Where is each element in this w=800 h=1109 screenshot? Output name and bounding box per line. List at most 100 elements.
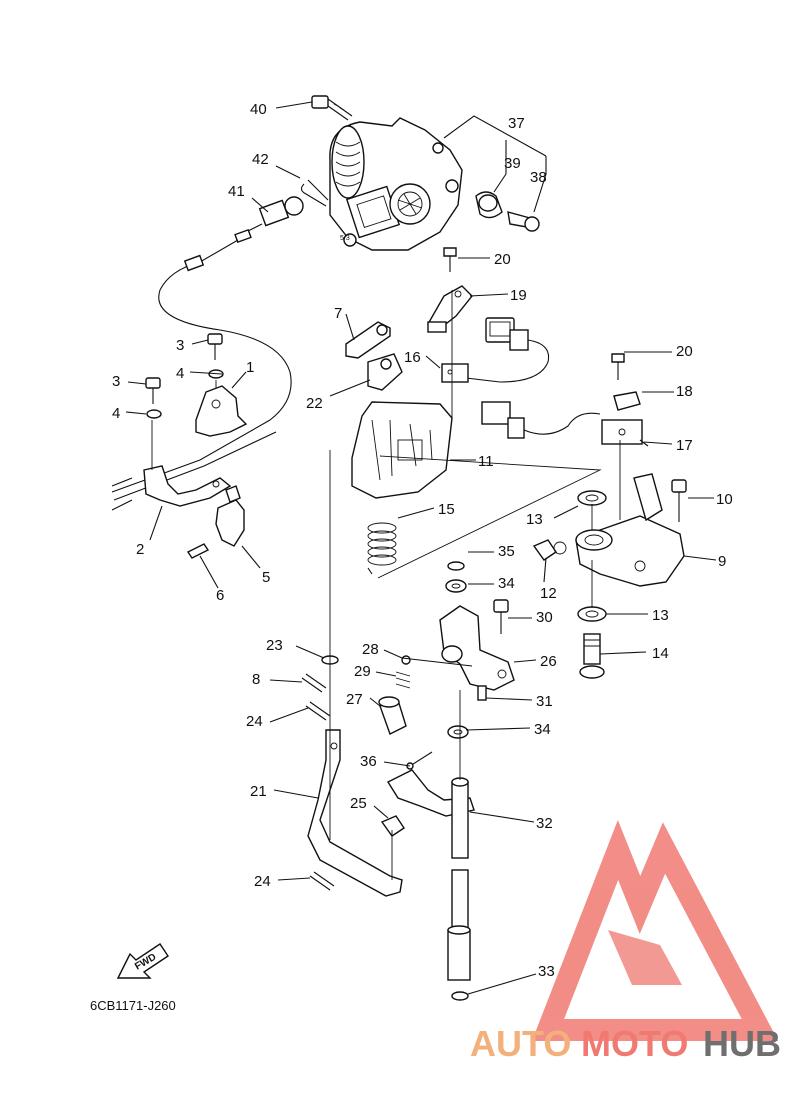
pin-part-31 [477,685,487,701]
bushing-part-13-lower [577,606,607,622]
callout-10: 10 [716,491,733,508]
bolt-part-20-right [611,353,625,380]
holder-part-5 [215,485,245,547]
bolt-part-20-top [443,247,457,272]
callout-23: 23 [266,637,283,654]
callout-6: 6 [216,587,224,604]
callout-19: 19 [510,287,527,304]
bracket-part-1 [195,385,248,437]
callout-12: 12 [540,585,557,602]
callout-4-upper: 4 [176,365,184,382]
callout-33: 33 [538,963,555,980]
callout-34-upper: 34 [498,575,515,592]
spring-part-29 [395,671,411,689]
callout-14: 14 [652,645,669,662]
pin-part-36 [406,751,433,770]
callout-32: 32 [536,815,553,832]
cable-end-part-41 [234,196,304,244]
callout-17: 17 [676,437,693,454]
callout-28: 28 [362,641,379,658]
ball-part-28 [401,655,411,665]
plunger-part-27 [378,696,407,735]
callout-4-lower: 4 [112,405,120,422]
bolt-part-30 [493,599,509,634]
shaft-part-32 [447,777,471,981]
callout-3-lower: 3 [112,373,120,390]
fwd-arrow-icon: FWD [116,943,169,979]
callout-15: 15 [438,501,455,518]
washer-part-35 [447,561,465,571]
housing-part-11 [351,401,453,499]
watermark-brand-a: AUTO [470,1023,571,1064]
collar-part-38 [507,211,540,232]
callout-24-lower: 24 [254,873,271,890]
callout-11: 11 [478,453,494,470]
callout-39: 39 [504,155,521,172]
callout-18: 18 [676,383,693,400]
fitting-part-12 [532,539,567,561]
bolt-part-40 [311,95,353,121]
base-part-9 [575,473,685,587]
callout-29: 29 [354,663,371,680]
callout-22: 22 [306,395,323,412]
callout-31: 31 [536,693,553,710]
callout-30: 30 [536,609,553,626]
shoulder-bolt-part-14 [579,633,605,679]
callout-7: 7 [334,305,342,322]
callout-8: 8 [252,671,260,688]
lever-part-7 [345,321,391,359]
callout-13-lower: 13 [652,607,669,624]
shift-rod-part-21 [307,729,403,897]
callout-24-upper: 24 [246,713,263,730]
nut-part-25 [380,815,405,837]
callout-numbers: 40 37 42 39 38 41 20 19 7 16 20 3 1 4 3 … [112,101,733,980]
cam-part-22 [367,353,403,391]
watermark-text: AUTO MOTO HUB [470,1023,781,1064]
bushing-part-13-upper [577,490,607,506]
clip-part-24-lower [309,871,335,891]
switch-bracket-part-19 [427,285,473,333]
bushing-part-34-upper [445,579,467,593]
bushing-part-34-lower [447,725,469,739]
callout-37: 37 [508,115,525,132]
callout-21: 21 [250,783,267,800]
guide-lines [151,290,621,880]
callout-42: 42 [252,151,269,168]
diagram-code: 6CB1171-J260 [90,998,176,1013]
connector-part-16 [441,317,550,383]
bolt-part-10 [671,479,687,522]
callout-13-upper: 13 [526,511,543,528]
watermark-logo [531,820,779,1041]
callout-2: 2 [136,541,144,558]
callout-41: 41 [228,183,245,200]
callout-34-lower: 34 [534,721,551,738]
pin-part-6 [186,543,210,559]
lever-part-26 [439,605,515,691]
shift-cable-line [111,239,292,493]
callout-35: 35 [498,543,515,560]
callout-38: 38 [530,169,547,186]
callout-16: 16 [404,349,421,366]
callout-40: 40 [250,101,267,118]
callout-leaders [125,101,717,995]
washer-part-4-lower [146,409,162,419]
switch-part-17 [481,401,649,447]
callout-1: 1 [246,359,254,376]
clip-part-8 [301,673,327,693]
callout-20-right: 20 [676,343,693,360]
bolt-part-3-lower [145,377,161,404]
svg-text:5/3: 5/3 [340,235,350,242]
clip-part-24-upper [305,701,331,721]
bracket-part-18 [613,391,641,411]
callout-5: 5 [262,569,270,586]
watermark-brand-c: HUB [703,1023,781,1064]
spring-part-15 [367,522,397,575]
bolt-part-3-upper [207,333,223,360]
callout-27: 27 [346,691,363,708]
callout-9: 9 [718,553,726,570]
clip-part-42 [300,179,329,207]
grommet-part-39 [475,191,503,219]
callout-36: 36 [360,753,377,770]
